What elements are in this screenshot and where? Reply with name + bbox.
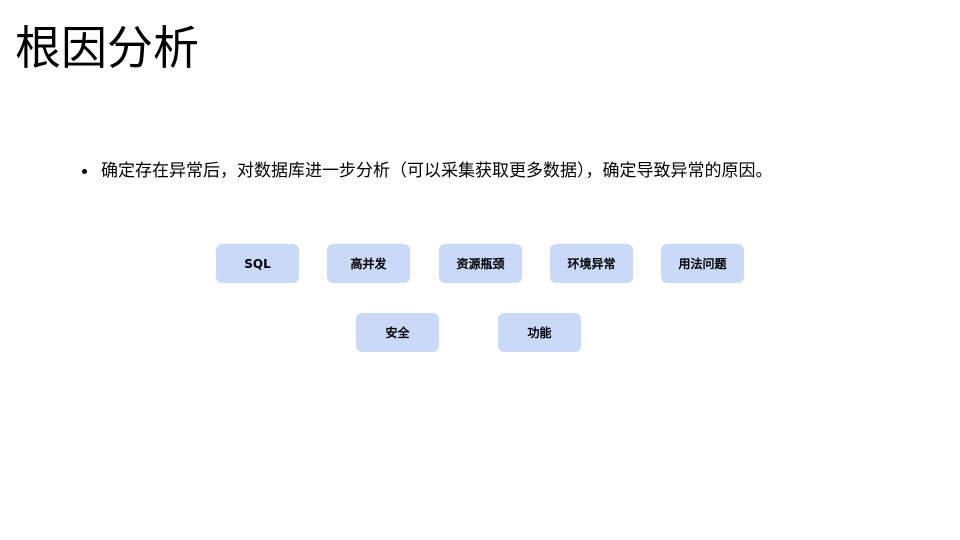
bullet-item: 确定存在异常后，对数据库进一步分析（可以采集获取更多数据），确定导致异常的原因。 [82, 158, 773, 184]
bullet-text: 确定存在异常后，对数据库进一步分析（可以采集获取更多数据），确定导致异常的原因。 [101, 161, 773, 181]
tag-usage-issue[interactable]: 用法问题 [661, 244, 744, 283]
tag-resource-bottleneck[interactable]: 资源瓶颈 [439, 244, 522, 283]
tag-environment-anomaly[interactable]: 环境异常 [550, 244, 633, 283]
tag-high-concurrency[interactable]: 高并发 [327, 244, 410, 283]
slide-title: 根因分析 [15, 21, 199, 75]
tag-sql[interactable]: SQL [216, 244, 299, 283]
tag-function[interactable]: 功能 [498, 313, 581, 352]
tag-security[interactable]: 安全 [356, 313, 439, 352]
bullet-dot-icon [82, 168, 87, 174]
